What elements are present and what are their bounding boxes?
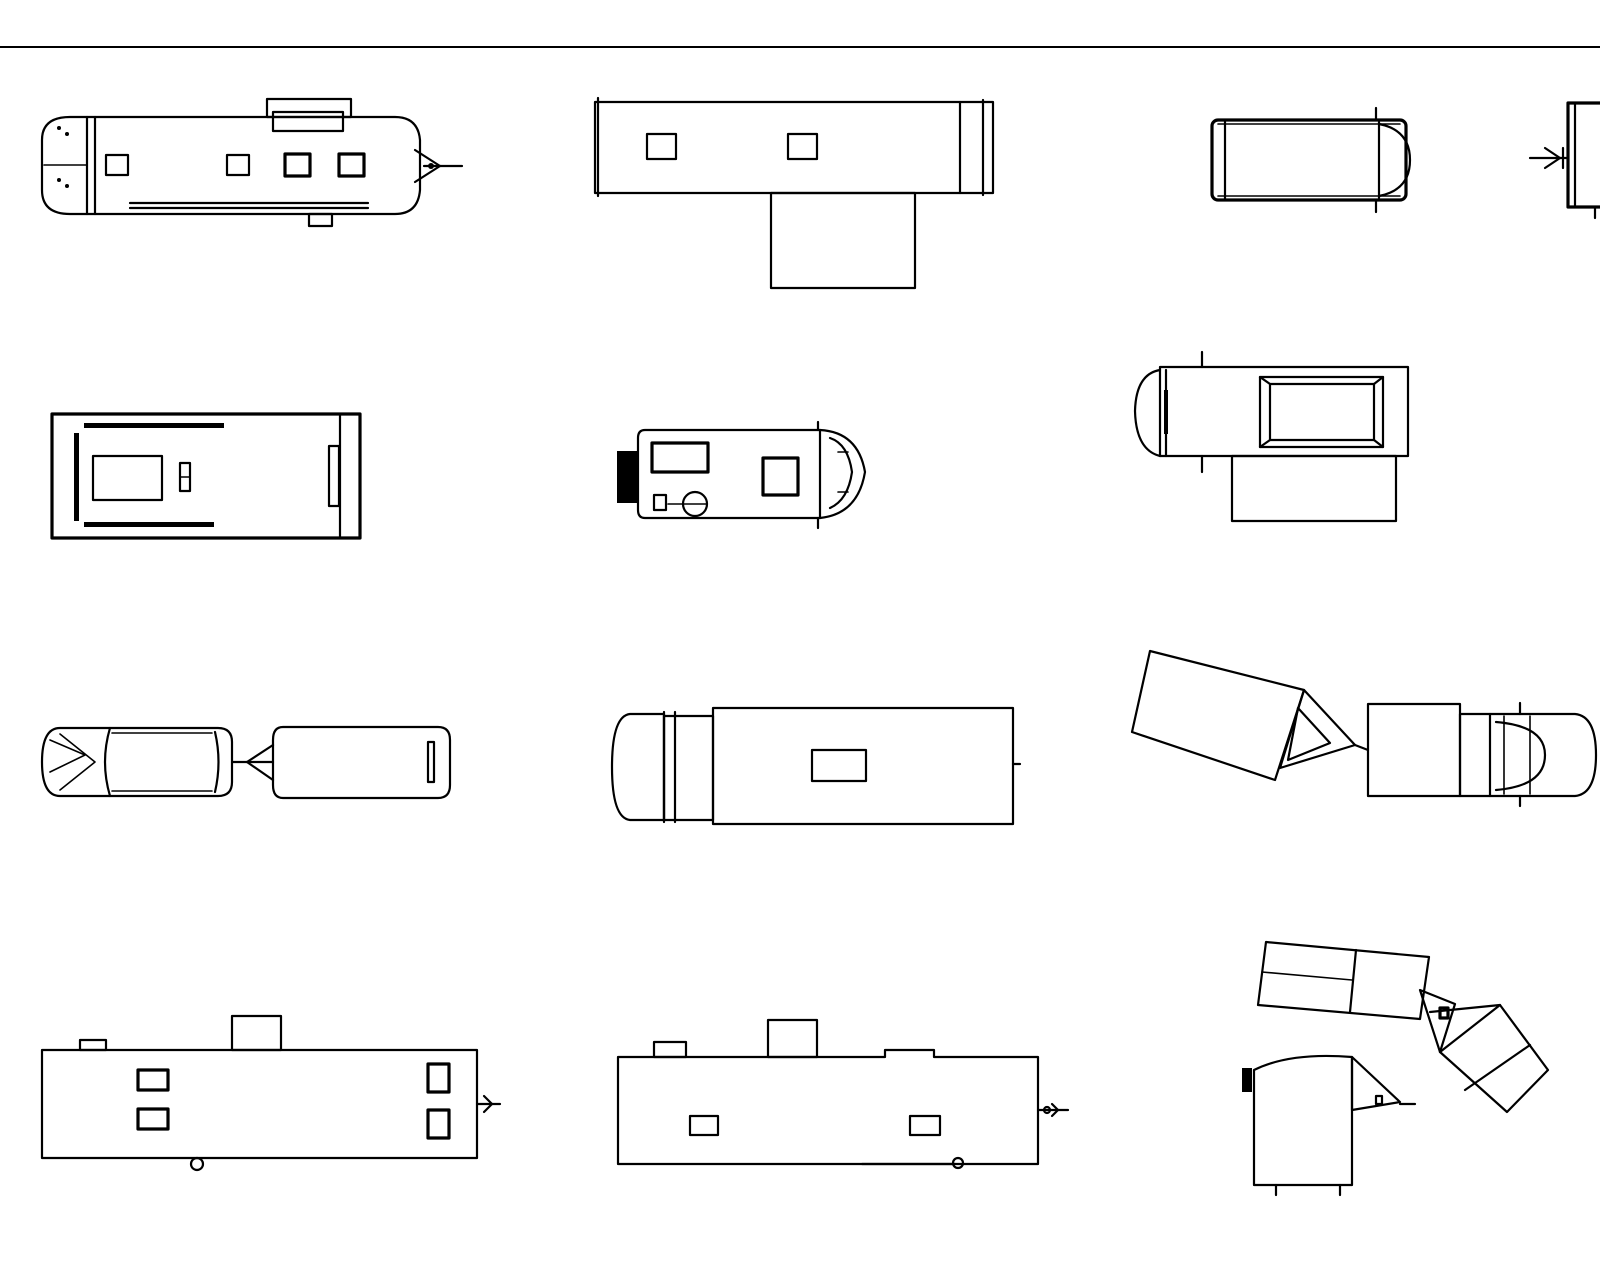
box-truck-top-view bbox=[610, 706, 1022, 826]
truck-with-hinged-trailer-top-view bbox=[1130, 649, 1598, 808]
fifth-wheel-trailer-side-view bbox=[40, 1014, 502, 1172]
expanding-truck-top-view bbox=[1133, 350, 1410, 523]
articulated-trailer-pair-top-view bbox=[1242, 940, 1550, 1197]
travel-trailer-side-view bbox=[616, 1018, 1070, 1170]
airstream-trailer-top-view bbox=[40, 97, 464, 228]
box-trailer-top-view bbox=[50, 412, 362, 540]
car-towing-trailer-top-view bbox=[40, 725, 452, 800]
expanding-box-trailer-top-view bbox=[593, 96, 995, 290]
trailer-partial-right-edge bbox=[1528, 101, 1600, 220]
camper-van-top-view bbox=[617, 420, 867, 530]
van-top-view bbox=[1210, 106, 1412, 214]
